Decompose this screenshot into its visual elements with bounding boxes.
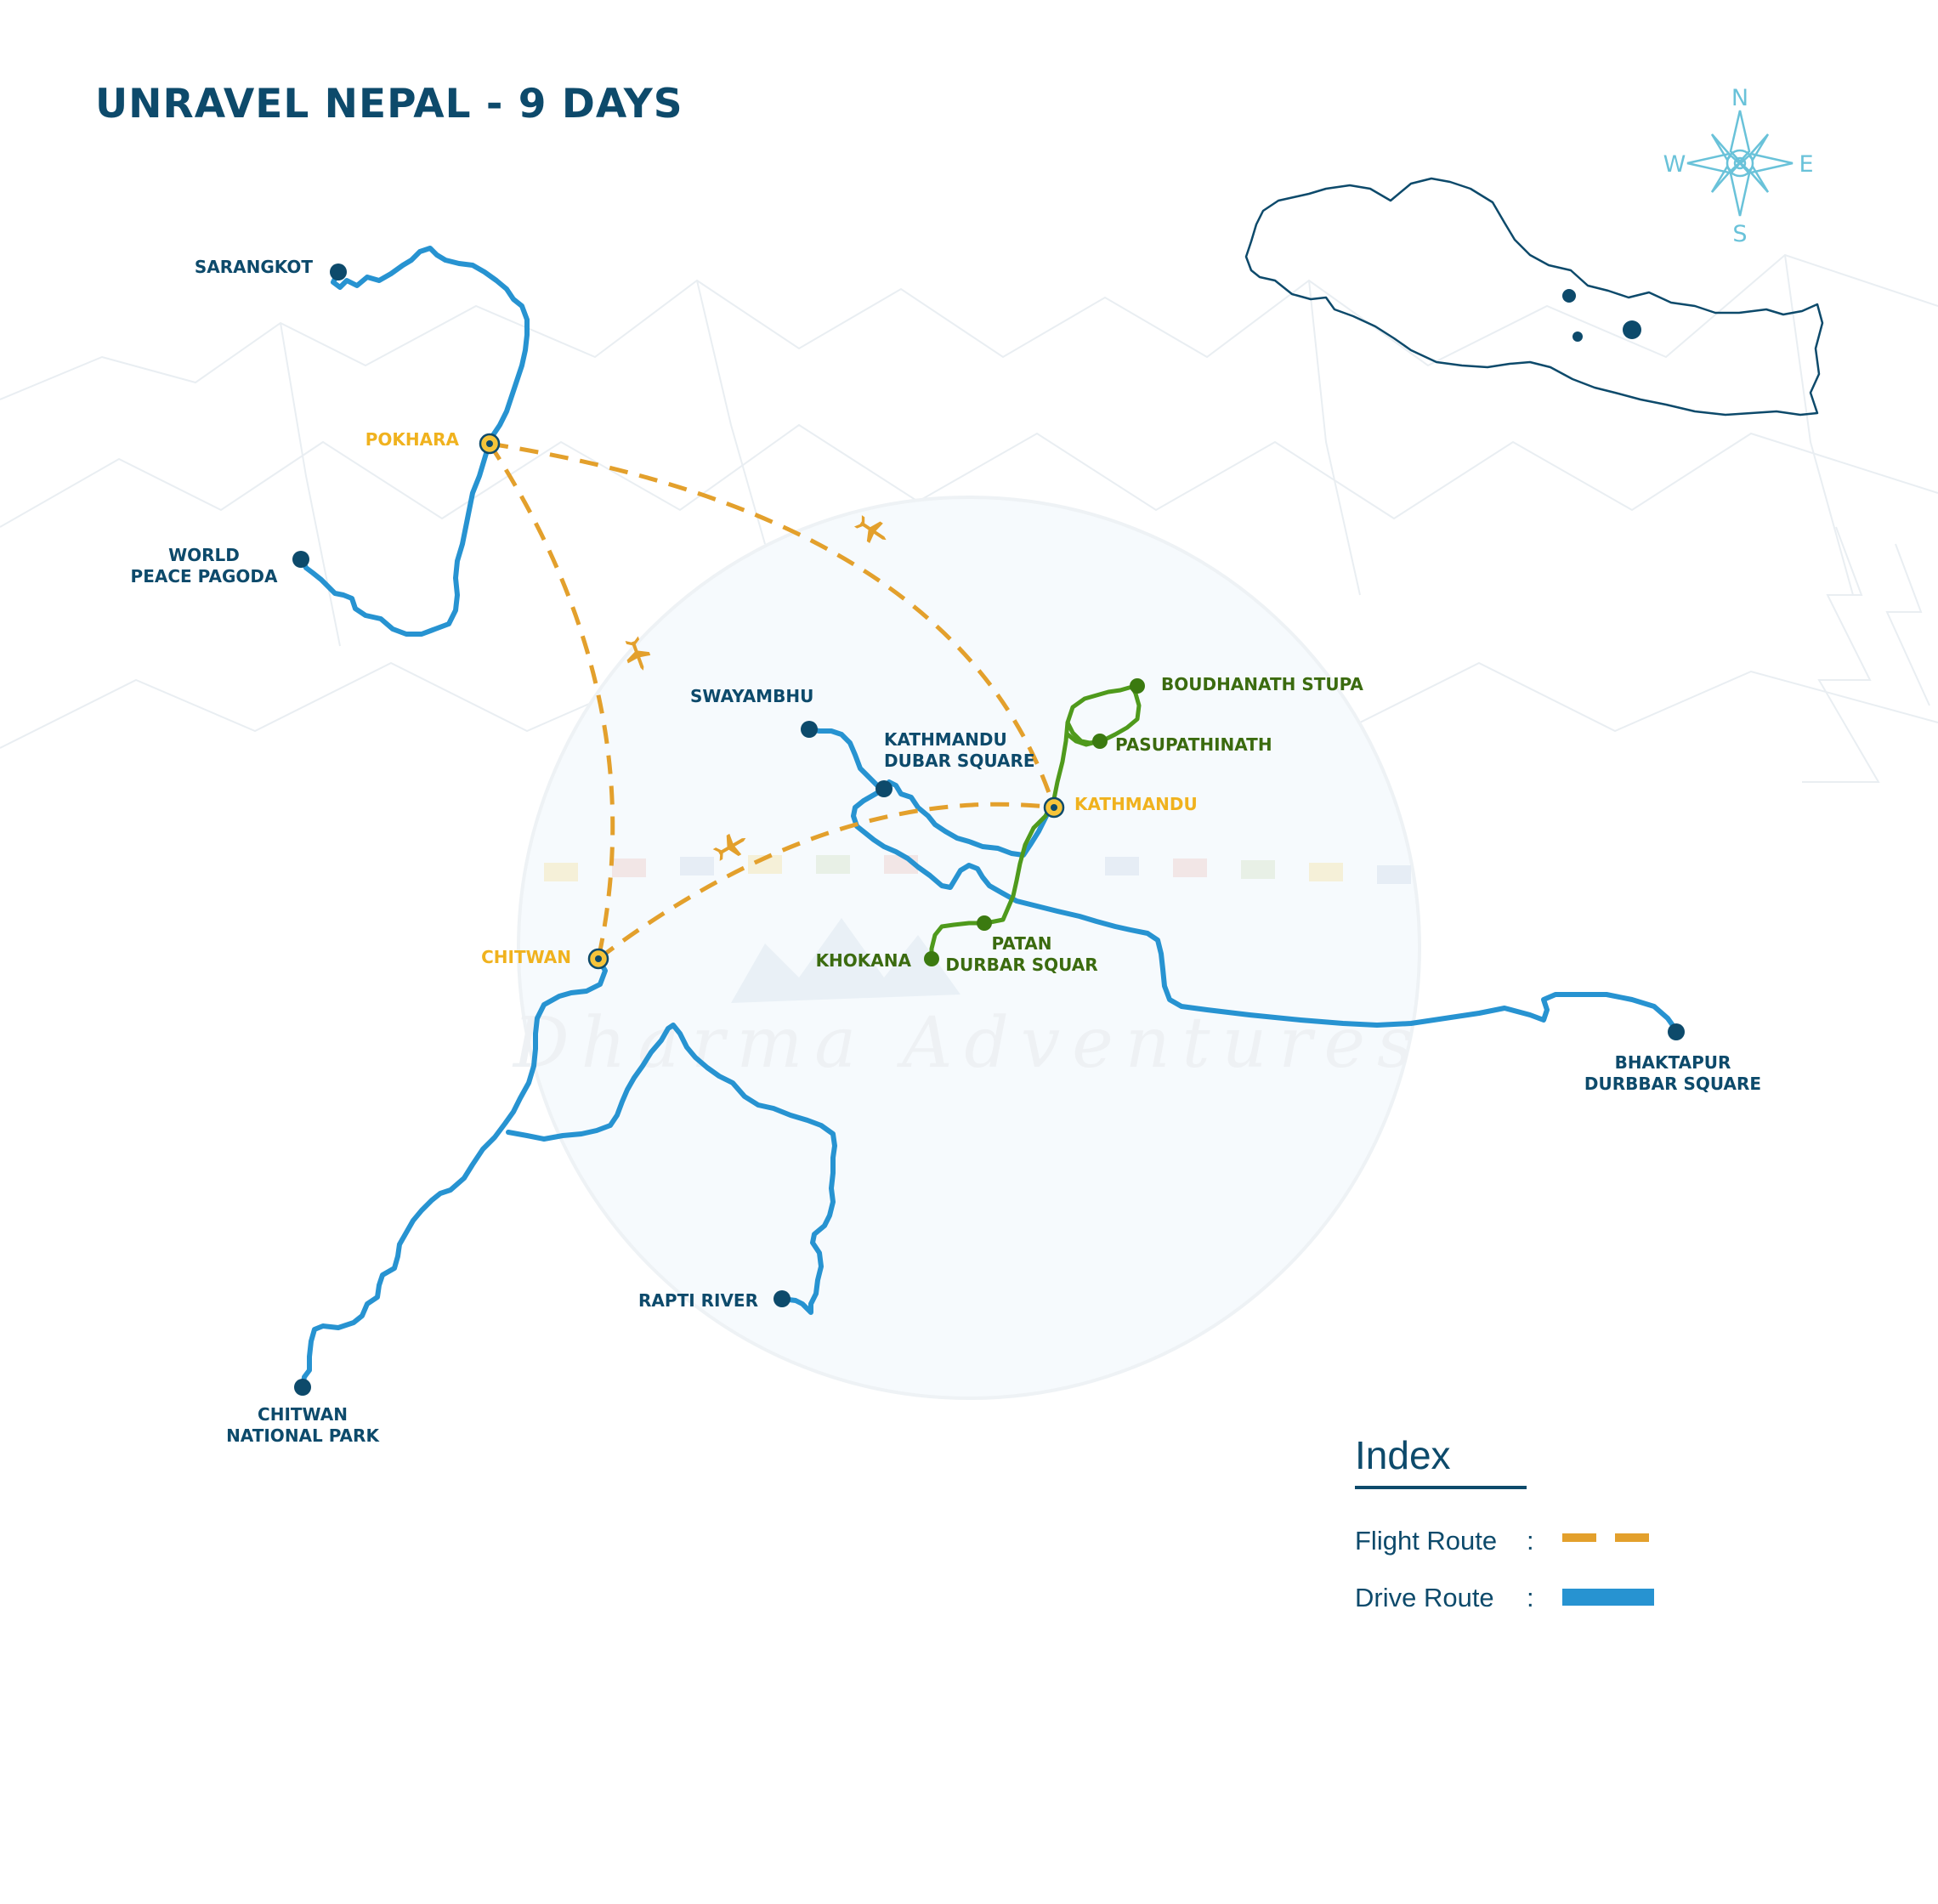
legend-flight-separator: : [1527, 1526, 1534, 1556]
legend-drive-label: Drive Route [1355, 1583, 1494, 1612]
marker-pasupathinath [1092, 734, 1108, 749]
drive-route-pokhara-peace-pagoda [300, 439, 492, 637]
label-peace-pagoda-line2: PEACE PAGODA [131, 566, 278, 586]
drive-route-ktm-bhaktapur [851, 786, 1679, 1033]
flight-route-pokhara-kathmandu [489, 441, 1057, 808]
drive-route-chitwan-national-park [300, 956, 608, 1391]
drive-route-rapti-river [506, 1023, 837, 1315]
label-rapti: RAPTI RIVER [638, 1290, 758, 1311]
nepal-outline-map [1244, 177, 1824, 416]
compass-rose-icon [1686, 110, 1794, 217]
plane-icon [853, 515, 887, 543]
hub-marker-kathmandu [1043, 796, 1065, 819]
label-chitwan: CHITWAN [481, 947, 571, 967]
watermark-text: Dharma Adventures [512, 1003, 1425, 1084]
compass-north: N [1731, 85, 1748, 111]
plane-icons [625, 515, 887, 861]
local-routes [929, 684, 1142, 961]
page-title: UNRAVEL NEPAL - 9 DAYS [95, 81, 683, 128]
compass-south: S [1732, 221, 1747, 247]
label-bhaktapur-line1: BHAKTAPUR [1615, 1052, 1731, 1073]
drive-route-sarangkot-pokhara [331, 246, 530, 445]
compass-west: W [1663, 151, 1686, 178]
legend: Index Flight Route : Drive Route : [1355, 1433, 1654, 1612]
label-boudhanath: BOUDHANATH STUPA [1161, 674, 1363, 694]
flight-route-pokhara-chitwan [487, 442, 615, 960]
legend-flight-label: Flight Route [1355, 1526, 1497, 1556]
label-khokana: KHOKANA [816, 950, 912, 971]
flight-routes [487, 441, 1057, 960]
compass-east: E [1799, 151, 1813, 178]
label-swayambhu: SWAYAMBHU [690, 686, 813, 706]
place-markers [292, 264, 1685, 1396]
flight-route-chitwan-kathmandu [597, 802, 1055, 960]
marker-bhaktapur [1668, 1023, 1685, 1040]
label-patan-line2: DURBAR SQUAR [945, 955, 1097, 975]
marker-khokana [924, 951, 939, 966]
local-route-patan-khokana [929, 796, 1057, 961]
hub-marker-pokhara [479, 433, 501, 455]
local-markers [924, 678, 1145, 966]
marker-ktm-durbar [876, 780, 892, 797]
local-route-boudha-loop [1065, 684, 1142, 745]
plane-icon [712, 833, 746, 861]
label-patan-line1: PATAN [991, 933, 1051, 954]
plane-icon [625, 636, 651, 671]
legend-drive-separator: : [1527, 1583, 1534, 1612]
marker-patan [977, 915, 992, 931]
hub-markers [479, 433, 1065, 970]
label-peace-pagoda-line1: WORLD [168, 545, 240, 565]
marker-rapti [774, 1290, 790, 1307]
label-ktm-durbar-line2: DUBAR SQUARE [884, 751, 1035, 771]
legend-title: Index [1355, 1433, 1451, 1477]
label-chitwan-np-line1: CHITWAN [258, 1404, 348, 1425]
label-kathmandu: KATHMANDU [1074, 794, 1198, 814]
label-sarangkot: SARANGKOT [195, 257, 314, 277]
marker-chitwan-np [294, 1379, 311, 1396]
marker-swayambhu [801, 721, 818, 738]
legend-drive-swatch [1562, 1589, 1654, 1606]
drive-routes [300, 246, 1679, 1391]
watermark-logo: Dharma Adventures [512, 496, 1425, 1400]
drive-route-swayambhu-kathmandu [807, 727, 1057, 858]
marker-peace-pagoda [292, 551, 309, 568]
marker-sarangkot [330, 264, 347, 280]
label-ktm-durbar-line1: KATHMANDU [884, 729, 1007, 750]
local-route-boudhanath [1051, 684, 1135, 802]
label-bhaktapur-line2: DURBBAR SQUARE [1584, 1074, 1761, 1094]
label-pasupathinath: PASUPATHINATH [1115, 734, 1272, 755]
legend-title-underline [1355, 1486, 1527, 1489]
label-chitwan-np-line2: NATIONAL PARK [226, 1425, 380, 1446]
label-pokhara: POKHARA [366, 429, 460, 450]
hub-marker-chitwan [587, 948, 609, 970]
marker-boudhanath [1130, 678, 1145, 694]
